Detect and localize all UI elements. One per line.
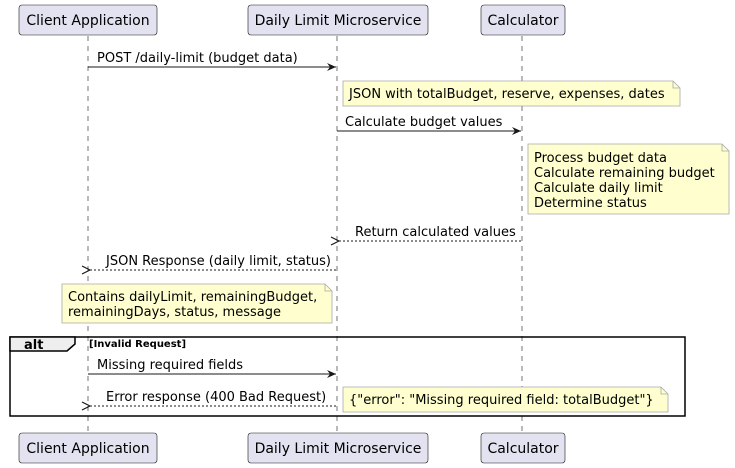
svg-text:remainingDays, status, message: remainingDays, status, message — [68, 305, 281, 320]
participant-client-bottom: Client Application — [18, 432, 158, 464]
alt-condition: [Invalid Request] — [89, 339, 186, 350]
svg-text:Client Application: Client Application — [26, 441, 149, 457]
svg-text:Missing required fields: Missing required fields — [97, 358, 243, 373]
svg-text:Determine status: Determine status — [534, 196, 647, 211]
svg-text:Client Application: Client Application — [26, 13, 149, 29]
alt-keyword: alt — [24, 338, 43, 353]
svg-text:{"error": "Missing required fi: {"error": "Missing required field: total… — [349, 393, 654, 408]
note-response-contents: Contains dailyLimit, remainingBudget, re… — [61, 283, 333, 324]
participant-client-top: Client Application — [18, 4, 158, 36]
note-json-input: JSON with totalBudget, reserve, expenses… — [342, 80, 681, 107]
svg-text:Calculate budget values: Calculate budget values — [345, 115, 503, 130]
note-error-json: {"error": "Missing required field: total… — [342, 386, 669, 413]
note-calculation-steps: Process budget data Calculate remaining … — [527, 143, 730, 215]
participant-service-bottom: Daily Limit Microservice — [247, 432, 429, 464]
participant-calculator-top: Calculator — [480, 4, 566, 36]
message-missing-fields: Missing required fields — [88, 358, 336, 378]
message-json-response: JSON Response (daily limit, status) — [90, 254, 336, 270]
participant-calculator-bottom: Calculator — [480, 432, 566, 464]
svg-text:Calculator: Calculator — [487, 13, 558, 29]
message-error-response: Error response (400 Bad Request) — [90, 390, 336, 406]
svg-text:JSON with totalBudget, reserve: JSON with totalBudget, reserve, expenses… — [348, 87, 665, 102]
svg-text:Error response (400 Bad Reques: Error response (400 Bad Request) — [106, 390, 326, 405]
svg-text:Daily Limit Microservice: Daily Limit Microservice — [255, 441, 422, 457]
participant-service-top: Daily Limit Microservice — [247, 4, 429, 36]
svg-text:POST /daily-limit (budget data: POST /daily-limit (budget data) — [97, 51, 298, 66]
svg-text:Return calculated values: Return calculated values — [355, 225, 516, 240]
message-calculate-budget: Calculate budget values — [337, 115, 521, 135]
message-return-values: Return calculated values — [339, 225, 521, 241]
alt-fragment: alt [Invalid Request] — [9, 336, 686, 417]
svg-text:Process budget data: Process budget data — [534, 151, 667, 166]
svg-text:Calculator: Calculator — [487, 441, 558, 457]
svg-text:Daily Limit Microservice: Daily Limit Microservice — [255, 13, 422, 29]
message-post-daily-limit: POST /daily-limit (budget data) — [88, 51, 336, 71]
svg-text:Calculate daily limit: Calculate daily limit — [534, 181, 663, 196]
svg-text:JSON Response (daily limit, st: JSON Response (daily limit, status) — [105, 254, 331, 269]
svg-text:Calculate remaining budget: Calculate remaining budget — [534, 166, 715, 181]
svg-text:Contains dailyLimit, remaining: Contains dailyLimit, remainingBudget, — [68, 290, 317, 305]
